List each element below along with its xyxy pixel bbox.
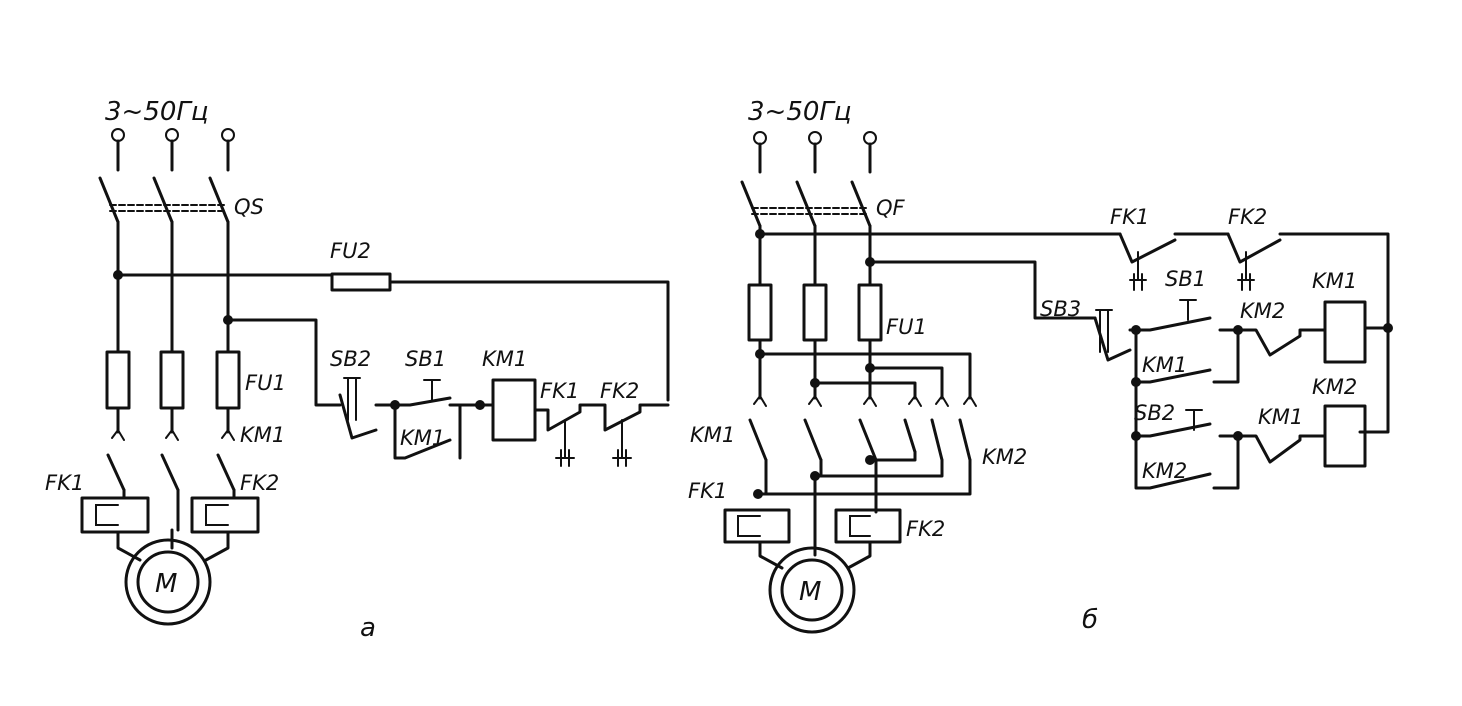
label-qs: QS <box>234 195 264 219</box>
label-fk1-a: FK1 <box>45 471 84 495</box>
label-motor-a: M <box>155 569 177 599</box>
label-sb2-a: SB2 <box>330 347 371 371</box>
coil-km1-b <box>1323 300 1367 364</box>
motor-b <box>768 546 856 634</box>
label-km1-power-a: KM1 <box>240 423 285 447</box>
button-sb1-a <box>393 379 452 407</box>
label-km1-interlock-b: KM1 <box>1258 405 1303 429</box>
button-sb3-b <box>1093 309 1132 362</box>
label-fk1-contact-b: FK1 <box>1110 205 1149 229</box>
terminal-a2 <box>165 128 179 142</box>
label-fk2-contact-b: FK2 <box>1228 205 1267 229</box>
terminal-a3 <box>221 128 235 142</box>
caption-b: б <box>1082 605 1098 635</box>
contacts-km-b <box>748 394 977 462</box>
label-fk2-a: FK2 <box>240 471 279 495</box>
contacts-km1-a <box>106 428 236 492</box>
label-fu1-b: FU1 <box>886 315 927 339</box>
label-km2-interlock-b: KM2 <box>1240 299 1285 323</box>
label-coil-km1-b: KM1 <box>1312 269 1357 293</box>
label-sb2-b: SB2 <box>1134 401 1175 425</box>
label-fk2-contact-a: FK2 <box>600 379 639 403</box>
label-sb3-b: SB3 <box>1040 297 1081 321</box>
fuse-fu2 <box>330 272 392 292</box>
label-km1-aux-b: KM1 <box>1142 353 1187 377</box>
thermal-fk1-b <box>723 508 791 544</box>
label-fu1-a: FU1 <box>245 371 286 395</box>
terminal-a1 <box>111 128 125 142</box>
breaker-qf <box>740 180 872 228</box>
thermal-contacts-a <box>555 419 632 467</box>
label-km2-aux-b: KM2 <box>1142 459 1187 483</box>
label-coil-km1-a: KM1 <box>482 347 527 371</box>
diagram-b: 3~50Гц QF FK1 FK2 FU1 <box>688 97 1393 635</box>
thermal-fk1-a <box>80 496 150 534</box>
supply-label-b: 3~50Гц <box>748 97 852 127</box>
label-fk1-contact-a: FK1 <box>540 379 579 403</box>
coil-km2-b <box>1323 404 1367 468</box>
caption-a: а <box>360 613 376 643</box>
label-sb1-b: SB1 <box>1165 267 1206 291</box>
label-fk1-b: FK1 <box>688 479 727 503</box>
thermal-fk2-a <box>190 496 260 534</box>
label-qf: QF <box>876 196 906 220</box>
coil-km1-a <box>491 378 537 442</box>
fuses-fu1-b <box>747 283 883 342</box>
diagram-a: 3~50Гц QS FU2 FU1 KM1 <box>45 97 670 643</box>
label-km2-power-b: KM2 <box>982 445 1027 469</box>
label-fk2-b: FK2 <box>906 517 945 541</box>
thermal-fk2-b <box>834 508 902 544</box>
label-km1-power-b: KM1 <box>690 423 735 447</box>
label-motor-b: M <box>799 577 821 607</box>
label-km1-aux-a: KM1 <box>400 426 445 450</box>
label-coil-km2-b: KM2 <box>1312 375 1357 399</box>
switch-qs <box>98 176 230 224</box>
button-sb2-a <box>338 377 378 440</box>
fuses-fu1-a <box>105 350 241 410</box>
motor-a <box>124 538 212 626</box>
label-fu2: FU2 <box>330 239 371 263</box>
supply-label-a: 3~50Гц <box>105 97 209 127</box>
label-sb1-a: SB1 <box>405 347 446 371</box>
